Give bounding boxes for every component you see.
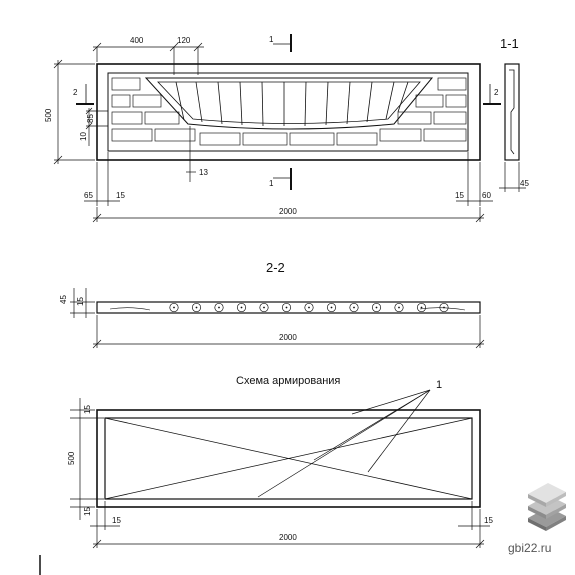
void-center bbox=[263, 306, 265, 309]
scheme-outline bbox=[96, 409, 481, 508]
void-circle bbox=[191, 302, 202, 313]
void-circle bbox=[259, 302, 269, 313]
void-circle bbox=[371, 302, 382, 313]
dim-15-right: 15 bbox=[455, 191, 464, 200]
section-1-marker-bottom bbox=[273, 168, 292, 190]
void-center bbox=[285, 306, 288, 309]
void-center bbox=[353, 306, 355, 309]
dim-10: 10 bbox=[79, 132, 88, 141]
dim-400: 400 bbox=[130, 36, 144, 45]
void-center bbox=[218, 306, 220, 309]
void-circle bbox=[236, 302, 247, 313]
void-center bbox=[240, 306, 243, 309]
dim-85: 85 bbox=[86, 114, 95, 123]
leader-13 bbox=[186, 126, 196, 182]
section-2-2-voids bbox=[169, 302, 449, 313]
section-2-2-title: 2-2 bbox=[266, 260, 285, 275]
void-circle bbox=[394, 302, 404, 313]
void-circle bbox=[349, 302, 359, 313]
void-circle bbox=[281, 302, 292, 313]
top-dimension-chain bbox=[92, 42, 204, 75]
callout-leaders bbox=[257, 389, 431, 498]
dim-45-22: 45 bbox=[59, 295, 68, 304]
section-2-label-left: 2 bbox=[73, 88, 78, 97]
overall-dimension-top bbox=[92, 207, 485, 223]
dim-15-22: 15 bbox=[76, 297, 85, 306]
void-circle bbox=[304, 302, 314, 313]
watermark-logo: gbi22.ru bbox=[508, 483, 566, 555]
left-dimension bbox=[53, 59, 95, 165]
void-center bbox=[195, 306, 198, 309]
section-2-label-right: 2 bbox=[494, 88, 499, 97]
void-circle bbox=[416, 302, 427, 313]
dim-60: 60 bbox=[482, 191, 491, 200]
section-1-label-top: 1 bbox=[269, 35, 274, 44]
void-center bbox=[398, 306, 400, 309]
void-center bbox=[375, 306, 378, 309]
arch-ornament bbox=[144, 77, 434, 130]
void-circle bbox=[169, 302, 179, 313]
section-2-marker-right bbox=[483, 84, 501, 105]
reinforcement-bars bbox=[104, 417, 473, 500]
callout-1: 1 bbox=[436, 379, 442, 391]
small-left-dims bbox=[85, 107, 108, 146]
watermark-text: gbi22.ru bbox=[508, 541, 551, 555]
void-circle bbox=[214, 302, 224, 313]
dim-2000-top: 2000 bbox=[279, 207, 297, 216]
stack-icon bbox=[528, 483, 566, 531]
section-1-1-title: 1-1 bbox=[500, 36, 519, 51]
section-2-2: 2-2 45 15 2000 bbox=[59, 260, 485, 349]
section-2-marker-left bbox=[76, 84, 94, 105]
section-1-marker-top bbox=[273, 34, 292, 52]
dim-2000-mid: 2000 bbox=[279, 333, 297, 342]
dim-15-scheme-left: 15 bbox=[112, 516, 121, 525]
dim-13: 13 bbox=[199, 168, 208, 177]
reinforcement-scheme: Схема армирования 1 15 500 15 bbox=[67, 375, 493, 549]
scheme-frame bbox=[104, 417, 473, 500]
brick-pattern bbox=[111, 77, 467, 146]
section-1-label-bottom: 1 bbox=[269, 179, 274, 188]
void-center bbox=[173, 306, 175, 309]
section-2-2-outline bbox=[96, 301, 481, 314]
dim-15-left: 15 bbox=[116, 191, 125, 200]
reinforcement-title: Схема армирования bbox=[236, 375, 340, 387]
bottom-small-dims bbox=[84, 152, 493, 206]
dim-120: 120 bbox=[177, 36, 191, 45]
panel-elevation: 400 120 1 500 85 10 bbox=[44, 34, 501, 223]
void-center bbox=[330, 306, 333, 309]
dim-15-scheme-right: 15 bbox=[484, 516, 493, 525]
dim-45-section: 45 bbox=[520, 179, 529, 188]
section-1-1: 1-1 45 bbox=[499, 36, 529, 192]
void-center bbox=[308, 306, 310, 309]
dim-15-scheme-top: 15 bbox=[83, 405, 92, 414]
dim-65: 65 bbox=[84, 191, 93, 200]
void-circle bbox=[326, 302, 337, 313]
panel-inner-border bbox=[107, 72, 469, 152]
dim-500-scheme: 500 bbox=[67, 451, 76, 465]
void-center bbox=[420, 306, 423, 309]
dim-2000-bottom: 2000 bbox=[279, 533, 297, 542]
dim-500-top: 500 bbox=[44, 108, 53, 122]
panel-outline bbox=[96, 63, 481, 161]
dim-15-scheme-bottom: 15 bbox=[83, 507, 92, 516]
